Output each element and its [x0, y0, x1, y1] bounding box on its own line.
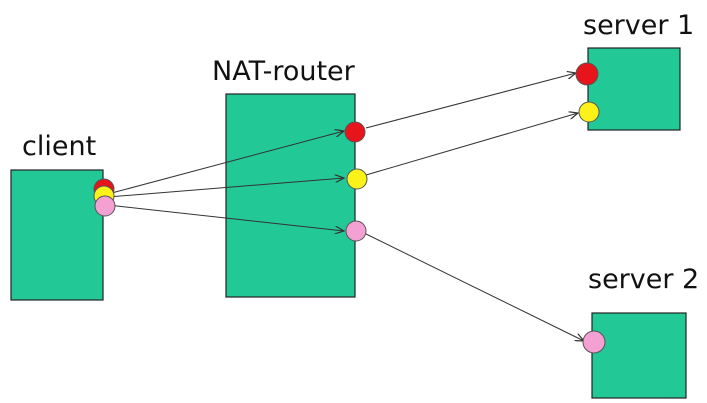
client-port-pink — [94, 195, 116, 217]
router-label: NAT-router — [212, 56, 355, 87]
router-port-red — [344, 121, 366, 143]
arrow-client-to-router-yellow — [107, 178, 344, 198]
server1-port-red — [575, 62, 599, 86]
arrow-router-to-server1-yellow — [365, 113, 578, 176]
router-port-yellow — [346, 168, 368, 190]
router-port-pink — [345, 220, 367, 242]
client-box — [10, 169, 104, 301]
server1-port-yellow — [578, 101, 600, 123]
server2-box — [591, 312, 687, 399]
arrow-client-to-router-pink — [107, 204, 344, 231]
arrow-router-to-server2-pink — [365, 233, 584, 341]
router-box — [225, 93, 356, 298]
server1-box — [587, 47, 681, 131]
server2-label: server 2 — [588, 264, 700, 295]
arrow-client-to-router-red — [107, 131, 344, 195]
server1-label: server 1 — [583, 10, 695, 41]
client-label: client — [22, 131, 97, 162]
server2-port-pink — [582, 330, 606, 354]
arrow-router-to-server1-red — [365, 73, 576, 129]
